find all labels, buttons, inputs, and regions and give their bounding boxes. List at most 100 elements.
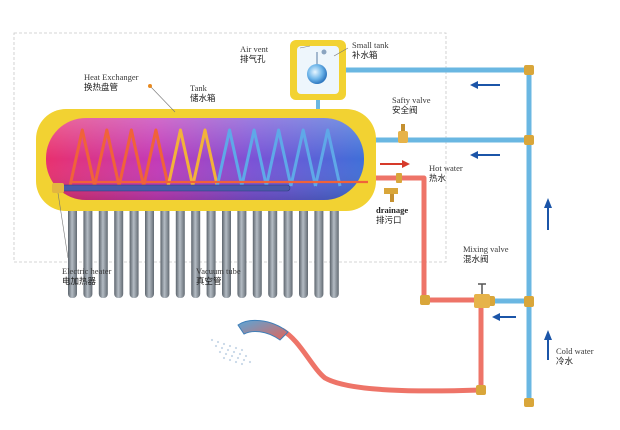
label-air-vent-zh: 排气孔	[240, 54, 266, 64]
vacuum-tube	[175, 196, 185, 298]
label-hot-water: Hot water 热水	[429, 163, 463, 183]
label-hot-water-en: Hot water	[429, 163, 463, 173]
spray-drop	[232, 350, 236, 354]
red-pipes	[280, 175, 484, 394]
label-heat-exchanger-zh: 换热盘管	[84, 82, 119, 92]
safety-valve	[398, 124, 408, 143]
label-tank-en: Tank	[190, 83, 207, 93]
vacuum-tube	[145, 196, 154, 298]
label-electric-heater-zh: 电加热器	[62, 276, 97, 286]
label-safety-valve: Safty valve 安全阀	[392, 95, 430, 115]
label-electric-heater-en: Electric heater	[62, 266, 112, 276]
vacuum-tube	[206, 196, 216, 298]
spray-drop	[220, 346, 224, 350]
pipe-to-shower	[280, 327, 482, 394]
vacuum-tube	[160, 196, 170, 298]
spray-drop	[240, 362, 244, 366]
drainage-valve	[384, 188, 398, 202]
shower-spray	[210, 338, 252, 366]
spray-drop	[236, 356, 240, 360]
spray-drop	[230, 354, 234, 358]
spray-drop	[234, 346, 238, 350]
vacuum-tube-array	[68, 196, 339, 298]
arrow-left-icon	[470, 81, 500, 89]
vacuum-tube	[114, 196, 124, 298]
arrow-up-icon	[544, 330, 552, 360]
electric-heater-rod	[59, 184, 291, 192]
spray-drop	[224, 352, 228, 356]
spray-drop	[248, 360, 252, 364]
label-small-tank-en: Small tank	[352, 40, 389, 50]
label-mixing-valve-en: Mixing valve	[463, 244, 509, 254]
arrow-left-icon	[492, 313, 516, 321]
label-vacuum-tube: Vacuum tube 真空管	[196, 266, 241, 286]
vacuum-tube	[314, 196, 324, 298]
label-cold-water-zh: 冷水	[556, 356, 574, 366]
label-hot-water-zh: 热水	[429, 173, 447, 183]
spray-drop	[228, 358, 232, 362]
label-safety-valve-en: Safty valve	[392, 95, 431, 105]
vacuum-tube	[98, 196, 108, 298]
spray-drop	[210, 338, 214, 342]
pipe-hot-water-out	[366, 175, 475, 303]
spray-drop	[222, 356, 226, 360]
label-heat-exchanger: Heat Exchanger 换热盘管	[84, 72, 139, 92]
spray-drop	[218, 350, 222, 354]
coil-turn	[240, 128, 268, 187]
arrow-left-icon	[470, 151, 500, 159]
label-safety-valve-zh: 安全阀	[392, 105, 418, 115]
mixing-valve	[474, 283, 490, 308]
spray-drop	[216, 340, 220, 344]
heat-exchanger-coil	[68, 128, 368, 187]
fitting	[524, 135, 534, 145]
coil-turn	[289, 128, 317, 187]
label-vacuum-tube-en: Vacuum tube	[196, 266, 241, 276]
arrow-right-icon	[380, 160, 410, 168]
spray-drop	[240, 348, 244, 352]
fitting	[524, 398, 534, 407]
label-heat-exchanger-en: Heat Exchanger	[84, 72, 139, 82]
storage-tank	[36, 109, 376, 211]
fitting	[420, 295, 430, 305]
small-tank-float	[307, 64, 327, 84]
spray-drop	[226, 348, 230, 352]
air-vent-icon	[321, 49, 327, 55]
label-cold-water-en: Cold water	[556, 346, 594, 356]
label-electric-heater: Electric heater 电加热器	[62, 266, 111, 286]
small-tank	[290, 40, 346, 100]
fitting	[476, 385, 486, 395]
coil-turn	[191, 128, 219, 187]
vacuum-tube	[83, 196, 93, 298]
spray-drop	[214, 344, 218, 348]
label-drainage-zh: 排污口	[376, 215, 402, 225]
spray-drop	[242, 358, 246, 362]
coil-turn	[68, 128, 97, 187]
coil-turn	[117, 128, 146, 187]
vacuum-tube	[68, 196, 77, 298]
vacuum-tube	[268, 196, 278, 298]
label-mixing-valve-zh: 混水阀	[463, 254, 489, 264]
label-small-tank: Small tank 补水箱	[352, 40, 389, 60]
fitting	[524, 65, 534, 75]
spray-drop	[238, 352, 242, 356]
vacuum-tube	[283, 196, 293, 298]
label-drainage-en: drainage	[376, 205, 409, 215]
vacuum-tube	[191, 196, 201, 298]
vacuum-tube	[222, 196, 231, 298]
vacuum-tube	[329, 196, 339, 298]
spray-drop	[228, 344, 232, 348]
label-mixing-valve: Mixing valve 混水阀	[463, 244, 509, 264]
label-vacuum-tube-zh: 真空管	[196, 276, 222, 286]
arrow-up-icon	[544, 198, 552, 230]
vacuum-tube	[299, 196, 308, 298]
flow-arrows	[380, 81, 552, 360]
label-drainage: drainage 排污口	[376, 205, 408, 225]
coil-turn	[166, 128, 195, 187]
spray-drop	[234, 360, 238, 364]
shower-head-icon	[210, 319, 289, 366]
label-small-tank-zh: 补水箱	[352, 50, 378, 60]
label-tank-zh: 储水箱	[190, 93, 216, 103]
pipe-fittings	[396, 65, 534, 407]
heat-exchanger-marker	[148, 84, 152, 88]
